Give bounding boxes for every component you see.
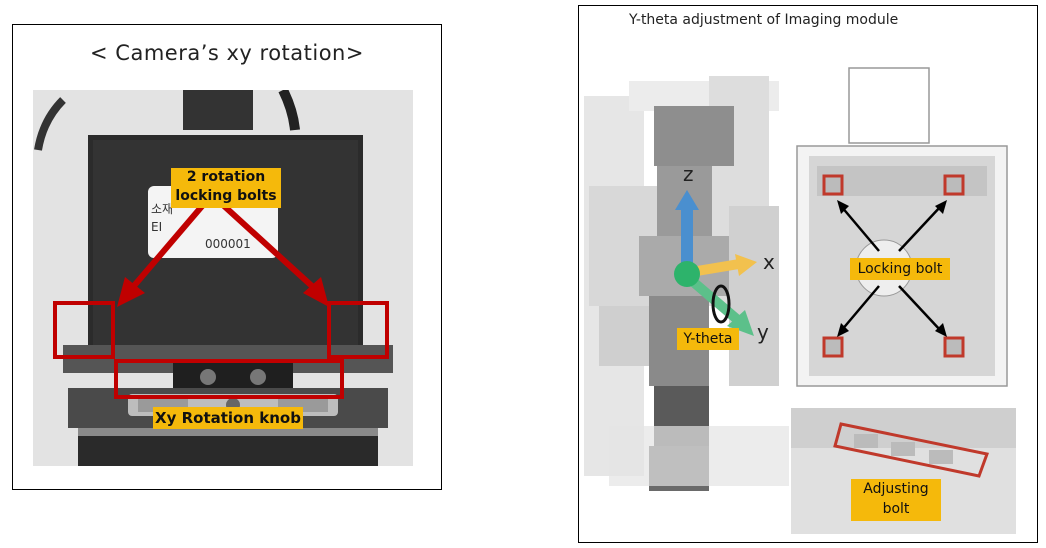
camera-photo: 소재 EI 000001 xyxy=(33,90,413,466)
locking-bolt-bottom-right xyxy=(943,336,965,358)
pivot-point xyxy=(674,261,700,287)
camera-rotation-title: < Camera’s xy rotation> xyxy=(90,41,364,65)
rotation-knob-callout: Xy Rotation knob xyxy=(153,407,303,429)
y-axis-head xyxy=(727,310,754,336)
y-axis xyxy=(687,276,743,325)
ytheta-rotation-ring xyxy=(711,284,731,324)
imaging-module-title: Y-theta adjustment of Imaging module xyxy=(629,12,899,28)
locking-bolts-callout: 2 rotation locking bolts xyxy=(171,168,281,208)
camera-rotation-panel: < Camera’s xy rotation> xyxy=(12,24,442,490)
arrow-head-left xyxy=(117,277,145,307)
locking-bolt-top-right xyxy=(943,174,965,196)
locking-bolts-line-1: 2 rotation xyxy=(186,169,266,185)
locking-bolt-callout: Locking bolt xyxy=(850,258,950,280)
sticker-text-1: 소재 xyxy=(151,202,174,216)
adjusting-bolt-callout: Adjusting bolt xyxy=(851,479,941,521)
locking-bolts-line-2: locking bolts xyxy=(175,188,277,204)
locking-bolt-top-left xyxy=(822,174,844,196)
left-bolt-box xyxy=(53,301,115,359)
camera-annotations xyxy=(53,202,389,399)
adjusting-bolt-box xyxy=(833,422,990,478)
arrow-to-right-bolt xyxy=(220,202,316,290)
axis-z-label: z xyxy=(683,162,694,186)
sticker-text-3: 000001 xyxy=(205,237,251,251)
axis-x-label: x xyxy=(763,250,775,274)
arrow-head-right xyxy=(303,277,329,307)
imaging-module-panel: Y-theta adjustment of Imaging module xyxy=(578,5,1038,543)
imaging-module-illustration xyxy=(584,67,1016,534)
adjusting-bolt-line-1: Adjusting xyxy=(863,481,929,497)
locking-bolt-bottom-left xyxy=(822,336,844,358)
axis-y-label: y xyxy=(757,320,769,344)
ytheta-callout: Y-theta xyxy=(677,328,739,350)
right-bolt-box xyxy=(327,301,389,359)
arrow-to-left-bolt xyxy=(130,203,206,289)
x-axis-head xyxy=(735,254,757,276)
rotation-knob-box xyxy=(114,359,344,399)
adjusting-bolt-line-2: bolt xyxy=(882,501,910,517)
z-axis-head xyxy=(675,190,699,210)
sticker-text-2: EI xyxy=(151,220,163,234)
